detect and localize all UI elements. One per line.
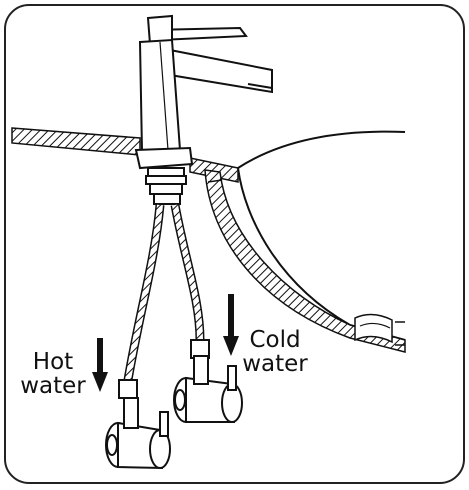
- hot-water-label: Hot water: [18, 350, 88, 398]
- hot-water-valve: [105, 397, 171, 470]
- diagram-frame: [4, 4, 465, 484]
- countertop: [11, 127, 239, 183]
- hot-water-label-line1: Hot: [32, 349, 74, 375]
- faucet: [134, 14, 273, 205]
- cold-water-valve: [173, 355, 243, 423]
- cold-water-label: Cold water: [240, 328, 310, 376]
- cold-water-label-line2: water: [242, 351, 308, 377]
- hot-water-label-line2: water: [20, 373, 86, 399]
- hot-water-arrow-icon: [92, 338, 108, 392]
- cold-water-label-line1: Cold: [249, 327, 301, 353]
- basin: [204, 130, 406, 353]
- cold-water-arrow-icon: [223, 294, 239, 356]
